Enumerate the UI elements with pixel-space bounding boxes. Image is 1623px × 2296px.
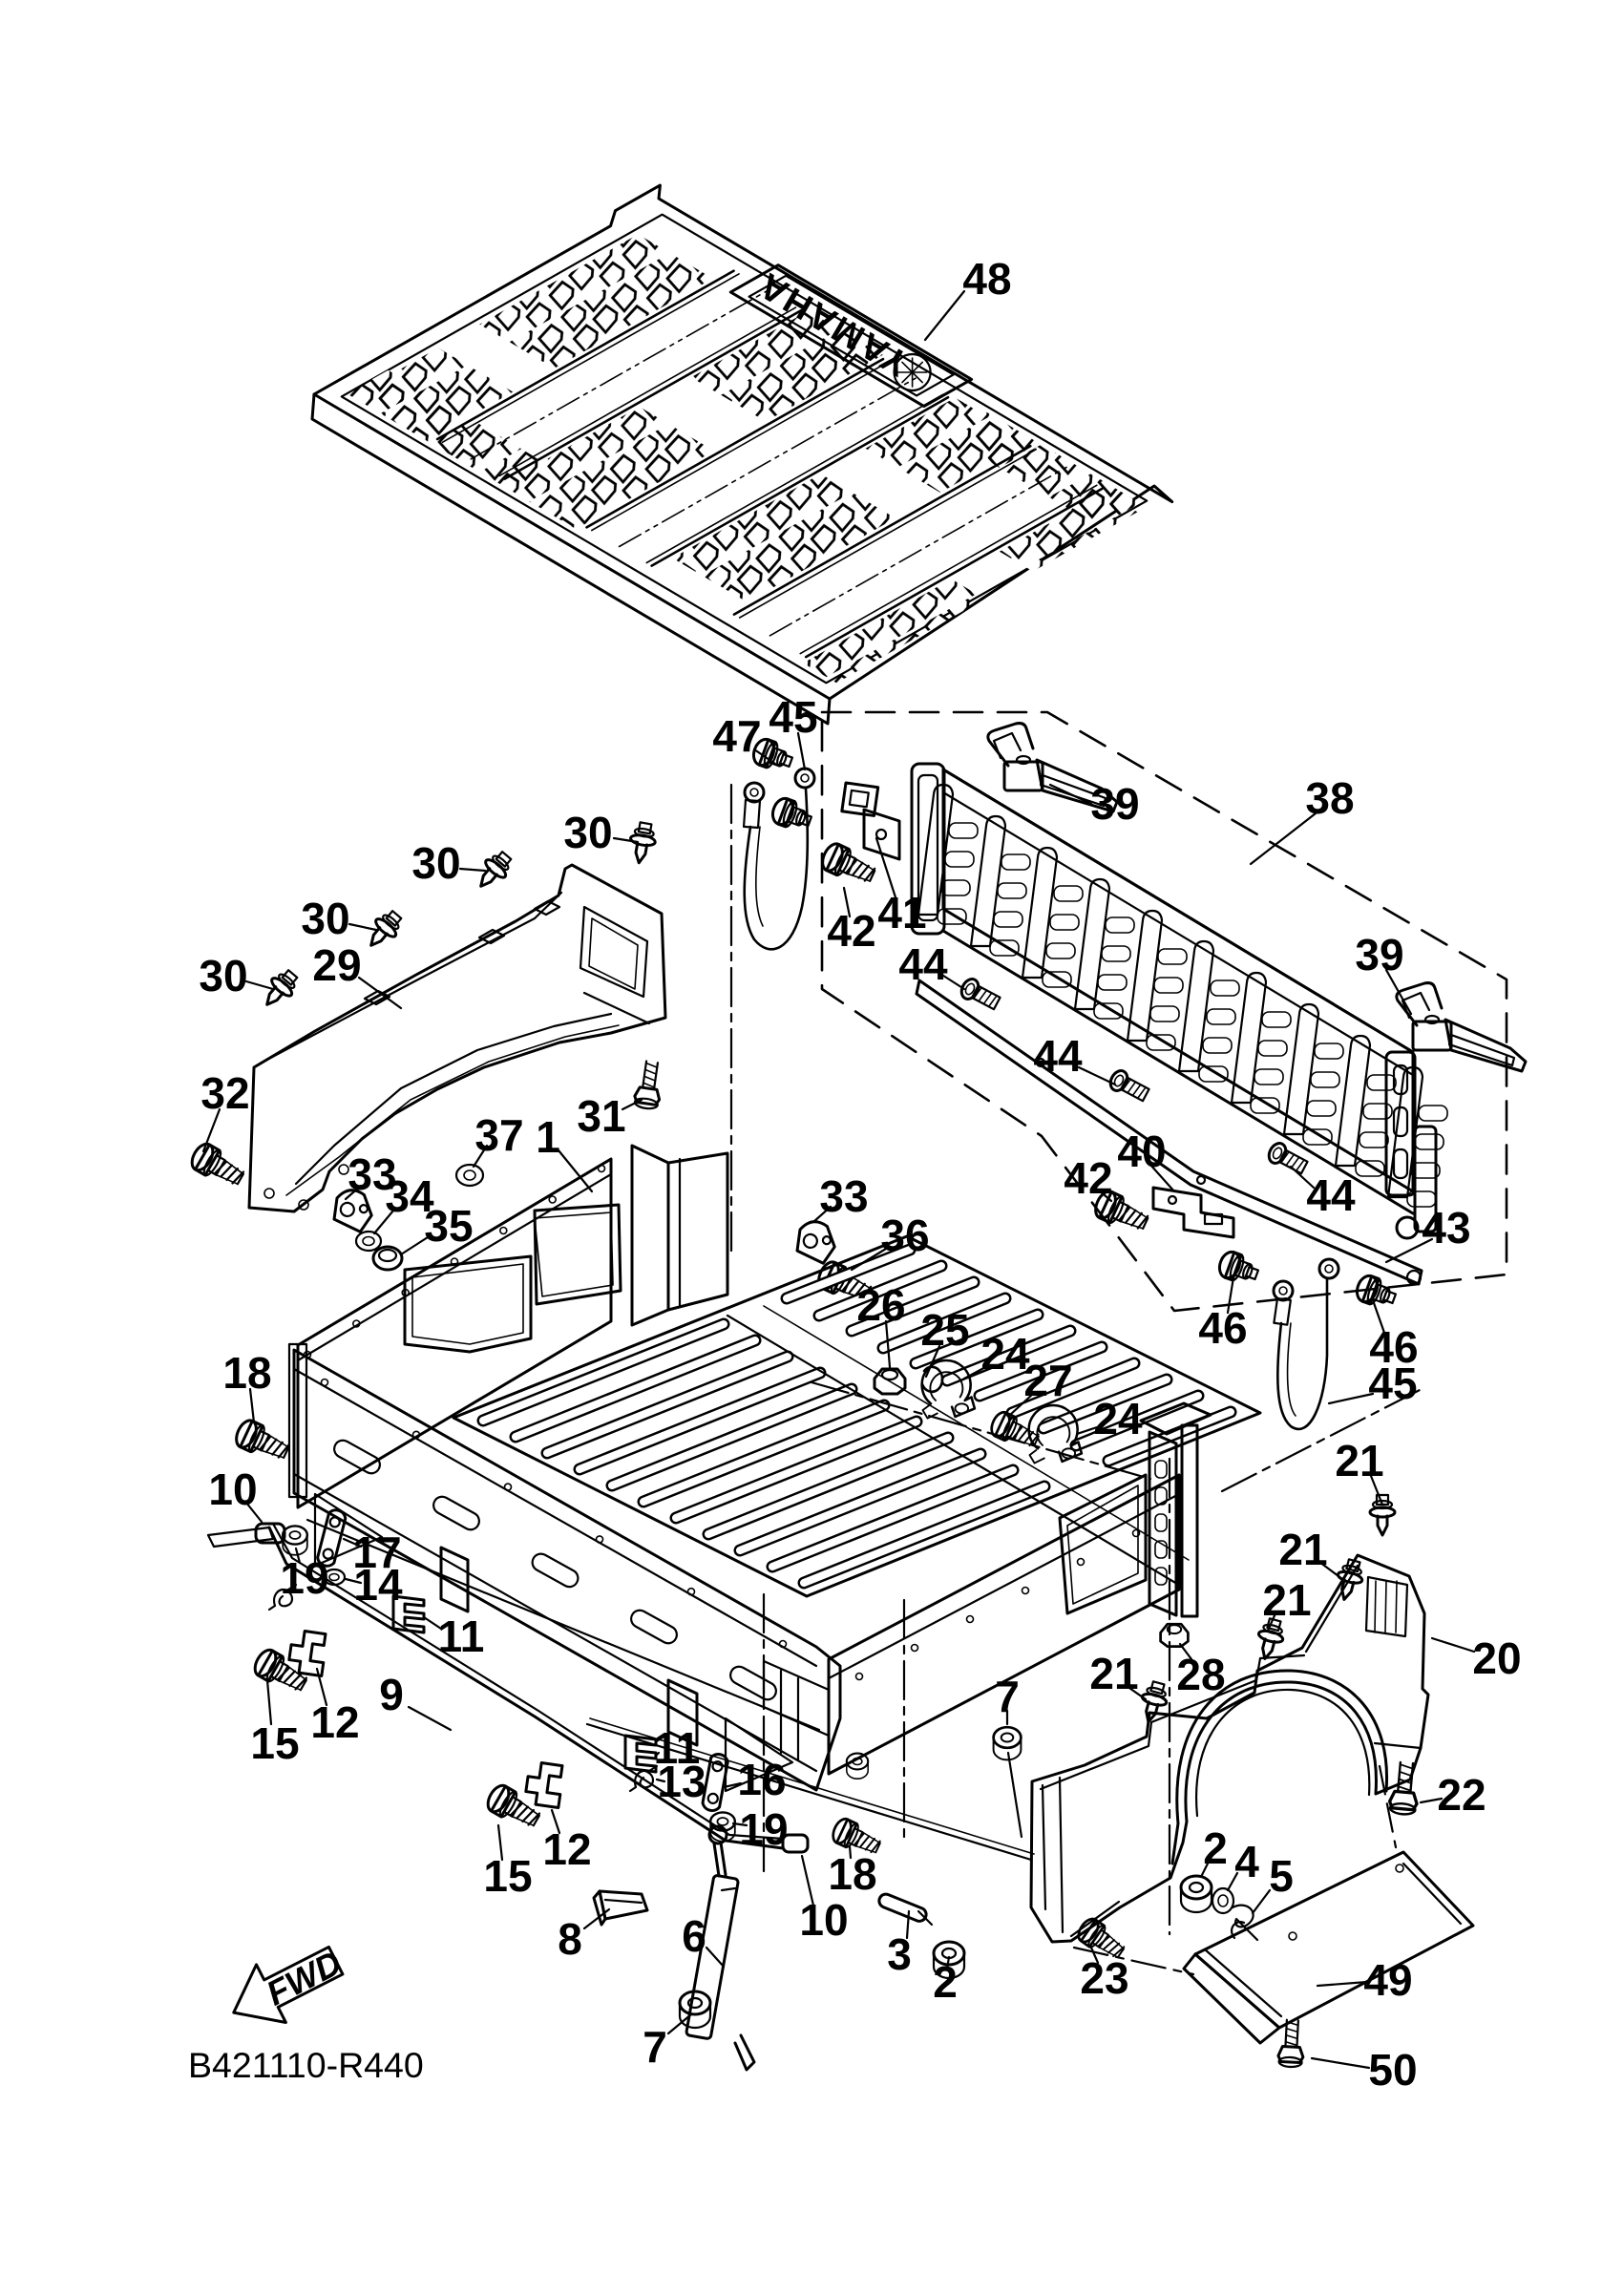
svg-text:19: 19	[280, 1553, 328, 1603]
svg-text:12: 12	[310, 1697, 359, 1747]
svg-text:49: 49	[1363, 1955, 1412, 2005]
svg-text:26: 26	[856, 1280, 905, 1330]
svg-text:21: 21	[1089, 1649, 1138, 1698]
svg-text:30: 30	[301, 894, 349, 943]
svg-text:38: 38	[1305, 773, 1354, 823]
svg-text:18: 18	[828, 1849, 876, 1899]
svg-text:43: 43	[1422, 1203, 1470, 1253]
svg-text:44: 44	[898, 939, 948, 989]
svg-text:42: 42	[1064, 1153, 1112, 1203]
svg-text:36: 36	[880, 1211, 929, 1260]
svg-text:2: 2	[933, 1957, 958, 2007]
svg-text:1: 1	[536, 1112, 560, 1162]
svg-text:32: 32	[200, 1068, 249, 1118]
svg-text:30: 30	[563, 808, 612, 857]
svg-text:15: 15	[483, 1851, 532, 1901]
svg-text:11: 11	[654, 1723, 701, 1773]
svg-text:7: 7	[995, 1672, 1020, 1721]
svg-text:39: 39	[1355, 930, 1403, 979]
svg-text:7: 7	[643, 2022, 667, 2072]
svg-text:10: 10	[799, 1895, 848, 1945]
svg-text:46: 46	[1369, 1322, 1418, 1372]
svg-text:39: 39	[1090, 779, 1139, 829]
svg-text:42: 42	[827, 906, 875, 956]
svg-text:50: 50	[1368, 2045, 1417, 2095]
svg-text:31: 31	[577, 1091, 625, 1141]
svg-text:24: 24	[1093, 1394, 1143, 1443]
svg-text:20: 20	[1472, 1633, 1521, 1683]
svg-text:21: 21	[1278, 1525, 1327, 1574]
svg-text:29: 29	[312, 940, 361, 990]
svg-text:6: 6	[682, 1911, 706, 1961]
svg-text:37: 37	[474, 1110, 523, 1160]
svg-text:12: 12	[542, 1824, 591, 1874]
svg-text:5: 5	[1269, 1851, 1294, 1901]
svg-text:10: 10	[208, 1464, 257, 1514]
svg-text:33: 33	[348, 1149, 396, 1199]
svg-text:23: 23	[1080, 1953, 1128, 2003]
svg-text:4: 4	[1234, 1837, 1259, 1886]
svg-text:8: 8	[558, 1914, 582, 1964]
svg-text:28: 28	[1176, 1650, 1225, 1699]
svg-text:11: 11	[438, 1611, 485, 1661]
svg-text:2: 2	[1203, 1823, 1228, 1873]
svg-text:3: 3	[887, 1929, 912, 1979]
svg-text:21: 21	[1335, 1436, 1383, 1485]
svg-text:47: 47	[712, 711, 761, 761]
svg-text:19: 19	[739, 1804, 788, 1854]
svg-text:44: 44	[1033, 1031, 1083, 1081]
svg-text:30: 30	[199, 951, 247, 1001]
svg-text:45: 45	[1368, 1359, 1417, 1408]
svg-text:27: 27	[1023, 1356, 1072, 1405]
svg-text:40: 40	[1117, 1127, 1166, 1176]
svg-text:41: 41	[877, 888, 926, 937]
svg-text:22: 22	[1437, 1770, 1486, 1820]
svg-text:45: 45	[769, 692, 817, 742]
svg-text:46: 46	[1198, 1303, 1247, 1353]
svg-text:30: 30	[411, 838, 460, 888]
svg-text:18: 18	[222, 1348, 271, 1398]
svg-text:B421110-R440: B421110-R440	[188, 2045, 424, 2085]
svg-text:13: 13	[657, 1757, 706, 1806]
svg-text:9: 9	[379, 1670, 404, 1719]
svg-text:14: 14	[353, 1560, 403, 1610]
svg-text:15: 15	[250, 1718, 299, 1768]
svg-text:35: 35	[424, 1201, 473, 1251]
svg-text:33: 33	[819, 1171, 868, 1221]
svg-text:25: 25	[920, 1305, 969, 1355]
svg-text:48: 48	[962, 254, 1011, 304]
svg-text:21: 21	[1262, 1575, 1311, 1625]
svg-text:44: 44	[1306, 1170, 1356, 1220]
svg-text:34: 34	[385, 1171, 434, 1221]
svg-text:17: 17	[352, 1527, 401, 1577]
svg-text:16: 16	[737, 1755, 786, 1804]
svg-text:24: 24	[980, 1329, 1030, 1379]
